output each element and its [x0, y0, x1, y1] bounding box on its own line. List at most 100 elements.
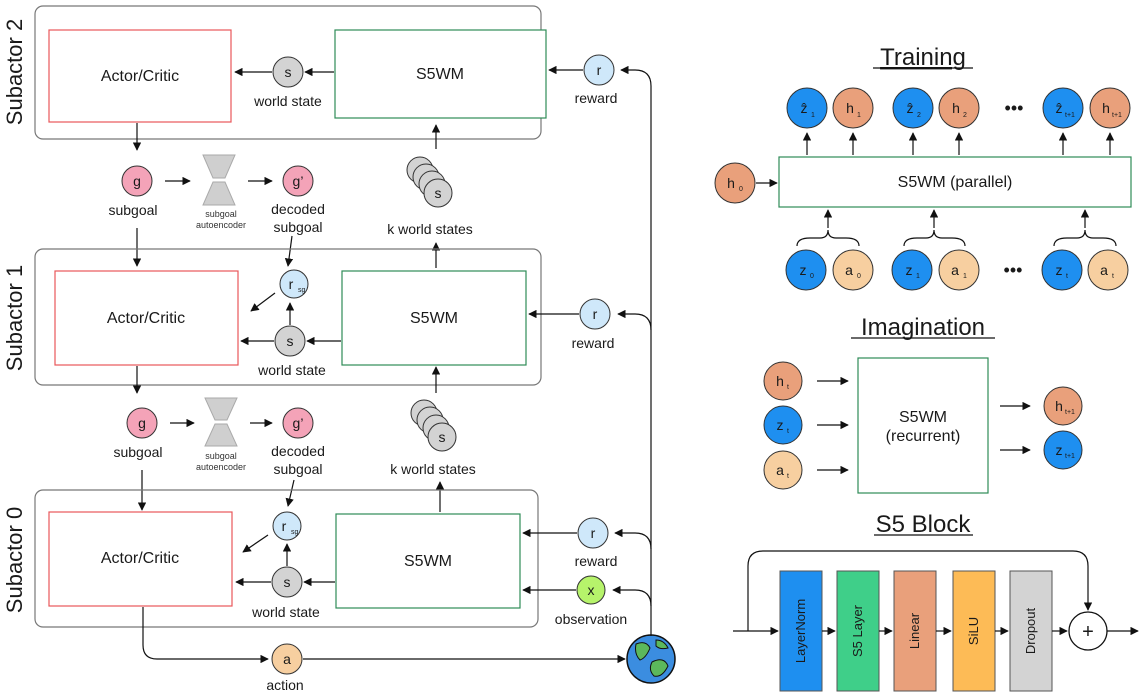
residual-add-symbol: + — [1082, 621, 1094, 643]
subactor-0-observation-node — [576, 575, 606, 605]
subgoal-node-lower-label: g — [138, 415, 146, 431]
imagination-ht1-node — [1043, 386, 1083, 426]
silu-label: SiLU — [966, 617, 981, 645]
imagination-zt1-label: z — [1056, 442, 1063, 458]
training-z0-label: z — [800, 262, 807, 278]
subgoal-node-upper-label: g — [133, 173, 141, 189]
s5-layer-label: S5 Layer — [850, 604, 865, 657]
autoencoder-label-1-lower: subgoal — [205, 451, 237, 461]
subactor-0-observation-label: observation — [555, 611, 627, 627]
imagination-ht-label: h — [776, 373, 784, 389]
training-a1-node — [938, 249, 980, 291]
action-label: action — [266, 677, 303, 693]
subactor-1-state-node — [274, 325, 306, 357]
training-input-0: z 0 a 0 — [785, 209, 874, 291]
subactor-0-s5wm-label: S5WM — [404, 553, 452, 570]
training-h0-node — [714, 162, 756, 204]
autoencoder-label-1-upper: subgoal — [205, 209, 237, 219]
training-h-t1-label: h — [1102, 100, 1110, 116]
subactor-2-state-label: world state — [253, 93, 322, 109]
imagination-ht1-label: h — [1055, 398, 1063, 414]
subactor-1: Subactor 1 Actor/Critic S5WM r sg s worl… — [2, 248, 614, 386]
imagination-model-line1: S5WM — [899, 409, 947, 426]
k-world-states-stack-upper: s — [406, 156, 453, 208]
subactor-0-reward-node-label: r — [591, 525, 596, 541]
subactor-0-label: Subactor 0 — [2, 507, 27, 613]
training-zhat-t1-node — [1042, 87, 1084, 129]
training-at-node — [1087, 249, 1129, 291]
decoded-subgoal-node-lower-label: g’ — [293, 415, 304, 431]
imagination-at-sub: t — [787, 473, 789, 480]
k-world-states-label-upper: k world states — [387, 221, 473, 237]
subgoal-label-upper: subgoal — [108, 202, 157, 218]
globe-icon — [626, 634, 676, 684]
imagination-ht-sub: t — [787, 384, 789, 391]
training-at-sub: t — [1112, 273, 1114, 280]
stack-node-upper-label: s — [435, 185, 442, 201]
subactor-0-s5wm — [335, 513, 521, 609]
imagination-ht-node — [763, 361, 803, 401]
training-ellipsis-bottom: ••• — [1004, 260, 1023, 280]
subactor-1-state-label: world state — [257, 362, 326, 378]
autoencoder-label-2-upper: autoencoder — [196, 220, 246, 230]
training-h-1-label: h — [846, 100, 854, 116]
training-zhat-2-label: ẑ — [907, 100, 914, 116]
subactor-1-subgoal-reward-sub: sg — [298, 287, 306, 294]
decoded-subgoal-node-upper — [282, 165, 314, 197]
subactor-0-reward-label: reward — [575, 553, 618, 569]
training-zt-label: z — [1056, 262, 1063, 278]
subactor-2-reward-node-label: r — [597, 62, 602, 78]
subactor-0-observation-node-label: x — [588, 582, 595, 598]
training-a0-sub: 0 — [857, 273, 861, 280]
dropout-layer — [1009, 570, 1053, 692]
subactor-0-reward-node — [577, 517, 609, 549]
decoded-label-1-upper: decoded — [271, 201, 325, 217]
subactor-2-label: Subactor 2 — [2, 19, 27, 125]
imagination-zt1-sub: t+1 — [1065, 453, 1075, 460]
training-h-2-sub: 2 — [963, 112, 967, 119]
linear-layer — [893, 570, 937, 692]
training-h-2-label: h — [952, 100, 960, 116]
training-zhat-1-sub: 1 — [811, 112, 815, 119]
training-zhat-1-label: ẑ — [801, 100, 808, 116]
training-output-1: ẑ 1 h 1 — [786, 87, 874, 155]
imagination-zt-label: z — [777, 417, 784, 433]
training-title: Training — [880, 44, 966, 71]
subgoal-label-lower: subgoal — [113, 444, 162, 460]
subactor-0-subgoal-reward-node — [272, 511, 302, 541]
subactor-2-s5wm — [334, 29, 547, 119]
subgoal-link-upper: g subgoal subgoal autoencoder g’ decoded… — [108, 123, 473, 268]
training-panel: Training S5WM (parallel) h 0 ẑ 1 h 1 ẑ 2… — [714, 44, 1132, 291]
subactor-0-state-label: world state — [251, 604, 320, 620]
training-zt-node — [1041, 249, 1083, 291]
subactor-0-state-node — [271, 566, 303, 598]
s5-block-panel: S5 Block LayerNorm S5 Layer Linear SiLU … — [733, 511, 1139, 692]
subactor-0-frame — [34, 489, 539, 628]
training-input-t: z t a t — [1041, 209, 1129, 291]
imagination-at-label: a — [776, 462, 784, 478]
training-h-1-node — [832, 87, 874, 129]
training-zhat-t1-sub: t+1 — [1065, 112, 1075, 119]
training-z1-node — [891, 249, 933, 291]
silu-layer — [952, 570, 996, 692]
training-zhat-2-node — [892, 87, 934, 129]
s5-layer — [836, 570, 880, 692]
training-h0-label: h — [727, 175, 735, 191]
subactor-0-state-node-label: s — [284, 574, 291, 590]
training-z1-sub: 1 — [916, 273, 920, 280]
subactor-2-state-node — [272, 56, 304, 88]
subgoal-link-lower: g subgoal subgoal autoencoder g’ decoded… — [113, 366, 476, 512]
imagination-zt1-node — [1043, 430, 1083, 470]
training-input-1: z 1 a 1 — [891, 209, 980, 291]
subactor-2: Subactor 2 Actor/Critic S5WM s world sta… — [2, 5, 617, 140]
decoded-label-2-upper: subgoal — [273, 219, 322, 235]
autoencoder-icon — [204, 397, 238, 447]
subactor-0-actor-critic — [48, 511, 233, 607]
autoencoder-label-2-lower: autoencoder — [196, 462, 246, 472]
training-at-label: a — [1100, 262, 1108, 278]
s5-block-title: S5 Block — [876, 511, 972, 538]
subactor-1-label: Subactor 1 — [2, 265, 27, 371]
decoded-label-1-lower: decoded — [271, 443, 325, 459]
imagination-s5wm-recurrent — [857, 357, 989, 494]
training-a0-label: a — [845, 262, 853, 278]
